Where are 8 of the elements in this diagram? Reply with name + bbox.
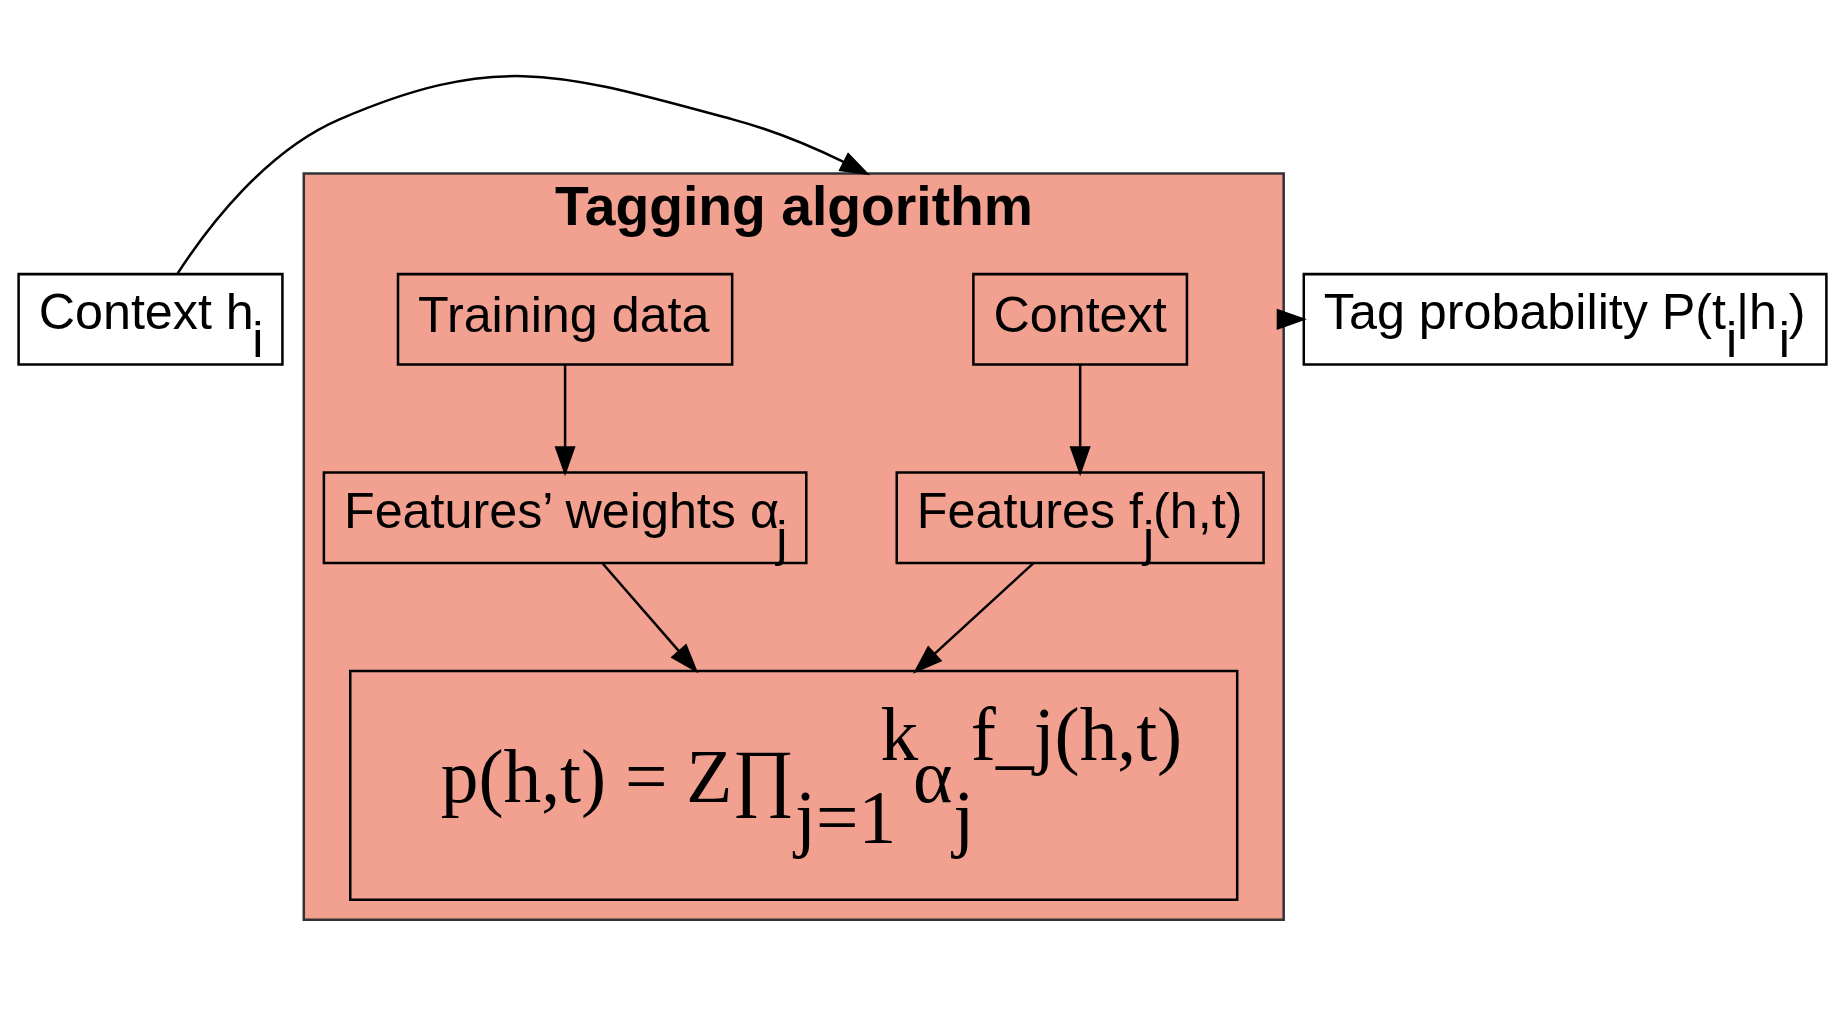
arrow	[176, 75, 871, 275]
node-box: Context	[972, 272, 1189, 366]
node-box: Training data	[396, 272, 734, 366]
arrow	[1069, 364, 1091, 477]
arrow	[912, 562, 1035, 674]
arrow	[601, 562, 699, 674]
arrow	[1276, 308, 1307, 330]
arrow	[554, 364, 576, 477]
